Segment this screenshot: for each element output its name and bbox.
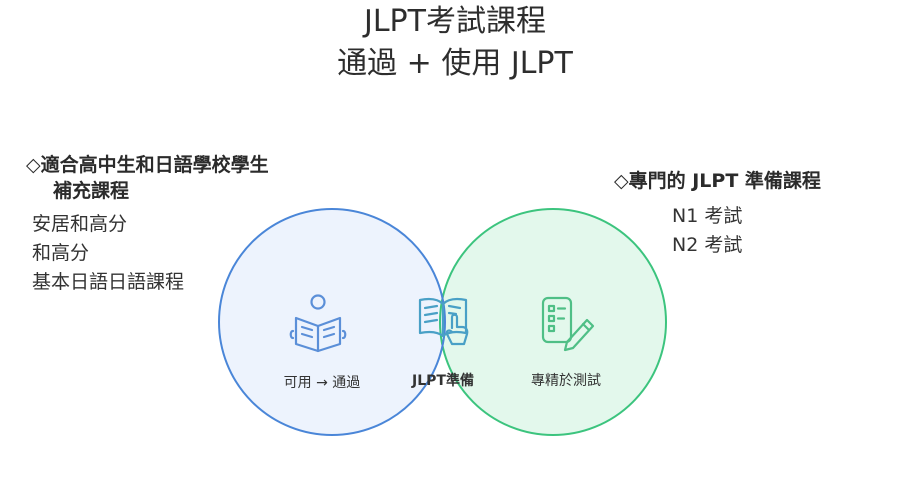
left-circle-label: 可用 → 通過	[283, 375, 361, 391]
diagram-title-line2: 通過 + 使用 JLPT	[337, 46, 573, 81]
diagram-title-line1: JLPT考試課程	[364, 4, 546, 39]
right-description: ◇專門的 JLPT 準備課程 N1 考試 N2 考試	[614, 168, 904, 260]
left-circle-outline	[218, 208, 446, 436]
right-item: N2 考試	[672, 234, 743, 256]
person-reading-icon	[289, 294, 347, 353]
left-item: 安居和高分	[32, 213, 128, 235]
book-pointer-icon	[418, 297, 469, 346]
left-description: ◇適合高中生和日語學校學生 補充課程 安居和高分 和高分 基本日語日語課程	[26, 152, 356, 297]
right-circle-outline	[439, 208, 667, 436]
left-heading-line1: ◇適合高中生和日語學校學生	[26, 154, 269, 176]
checklist-pencil-icon	[541, 296, 595, 352]
right-heading: ◇專門的 JLPT 準備課程	[614, 170, 821, 192]
left-item: 基本日語日語課程	[32, 271, 185, 293]
right-item: N1 考試	[672, 205, 743, 227]
left-item: 和高分	[32, 242, 90, 264]
left-items-list: 安居和高分 和高分 基本日語日語課程	[26, 210, 356, 297]
left-heading: ◇適合高中生和日語學校學生 補充課程	[26, 152, 356, 204]
right-circle-label: 專精於測試	[531, 373, 601, 389]
overlap-label: JLPT準備	[412, 373, 474, 389]
left-heading-line2: 補充課程	[53, 180, 130, 202]
right-items-list: N1 考試 N2 考試	[614, 202, 904, 260]
